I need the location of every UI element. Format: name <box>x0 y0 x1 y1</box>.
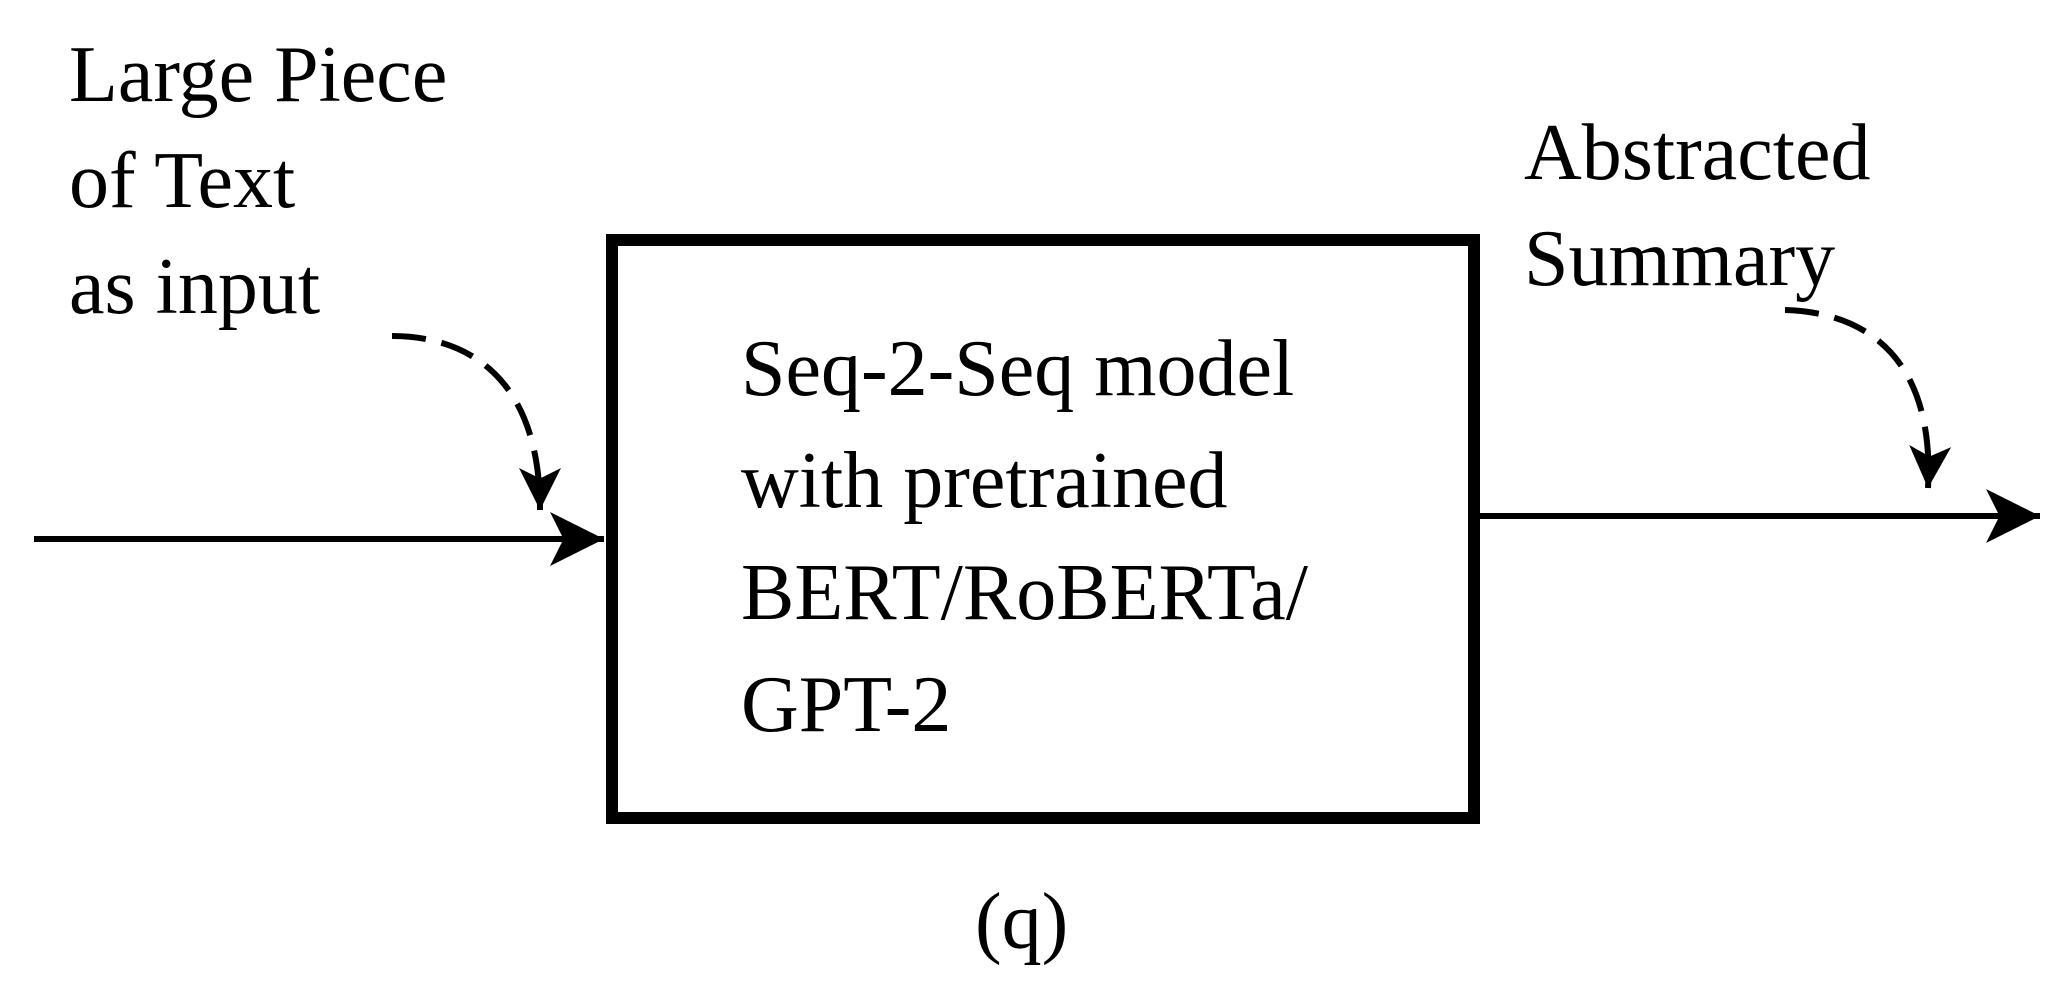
model-label-line: BERT/RoBERTa/ <box>741 549 1309 637</box>
figure-caption: (q) <box>975 878 1069 966</box>
input-label-pointer <box>391 333 561 511</box>
output-label-pointer <box>1784 307 1952 489</box>
output-label-line: Abstracted <box>1524 109 1871 197</box>
model-box <box>606 234 1480 824</box>
input-label-line: of Text <box>69 137 296 225</box>
input-label: Large Piece of Text as input <box>69 22 447 340</box>
model-box-label: Seq-2-Seq model with pretrained BERT/RoB… <box>741 313 1308 761</box>
input-label-line: Large Piece <box>69 31 448 119</box>
model-label-line: with pretrained <box>741 437 1228 525</box>
output-label-line: Summary <box>1524 215 1836 303</box>
input-label-line: as input <box>69 243 321 331</box>
output-label: Abstracted Summary <box>1524 100 1871 312</box>
model-label-line: Seq-2-Seq model <box>741 325 1295 413</box>
model-label-line: GPT-2 <box>741 661 952 749</box>
